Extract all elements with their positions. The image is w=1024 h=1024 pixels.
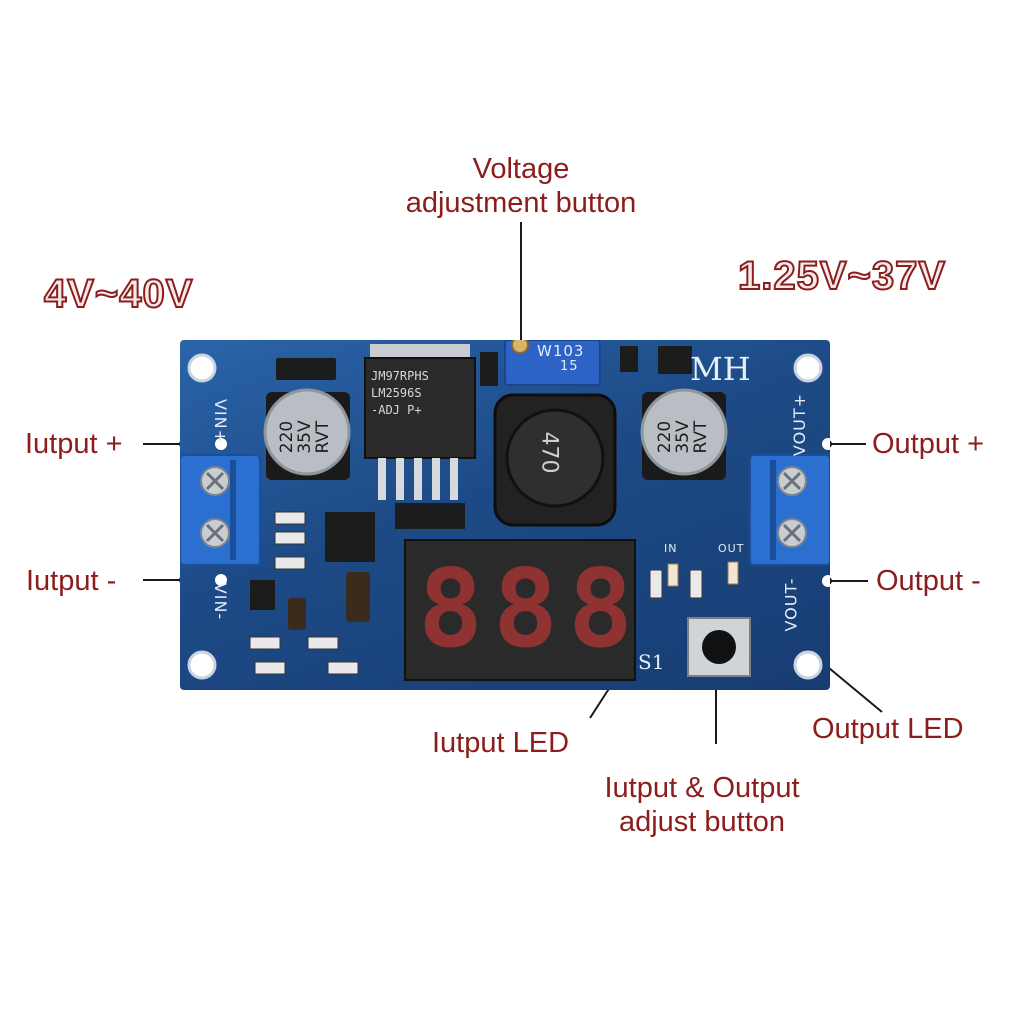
cap-voltage: 35V <box>295 420 315 454</box>
mount-hole-tl <box>187 353 217 383</box>
mount-hole-br <box>793 650 823 680</box>
cap-series: RVT <box>313 420 333 454</box>
regulator-marking: JM97RPHS LM2596S -ADJ P+ <box>371 368 471 419</box>
led-out-label: OUT <box>718 542 745 555</box>
pcb-artwork <box>180 340 830 681</box>
cap-series: RVT <box>691 420 711 454</box>
pot-marking-2: 15 <box>560 359 579 374</box>
input-capacitor-marking: 220 35V RVT <box>277 392 333 482</box>
regulator-line-1: JM97RPHS <box>371 369 429 383</box>
output-capacitor <box>640 388 728 476</box>
pad-vout-plus <box>822 438 830 450</box>
input-range-label: 4V~40V <box>43 271 194 317</box>
voltage-adjust-line-2: adjustment button <box>405 187 637 219</box>
input-plus-label: Iutput + <box>25 428 123 460</box>
led-display <box>404 539 636 681</box>
adjust-switch-button <box>702 630 736 664</box>
voltage-adjust-label: Voltage adjustment button <box>380 152 662 220</box>
input-capacitor <box>263 388 351 476</box>
brand-label: MH <box>690 350 751 388</box>
pot-marking: W103 <box>537 342 585 360</box>
display-digits: 888 <box>418 547 644 672</box>
voltage-adjust-line-1: Voltage <box>472 153 570 185</box>
output-led <box>727 561 739 585</box>
vin-plus-label: VIN+ <box>211 398 231 445</box>
mount-hole-bl <box>187 650 217 680</box>
regulator-line-2: LM2596S <box>371 386 422 400</box>
switch-label: S1 <box>638 650 665 674</box>
output-led-label: Output LED <box>812 713 964 745</box>
adjust-button-line-1: Iutput & Output <box>604 772 800 804</box>
adjust-button-line-2: adjust button <box>618 806 786 838</box>
pad-vin-minus <box>215 574 227 586</box>
input-terminal-block <box>180 454 261 566</box>
input-led <box>667 563 679 587</box>
led-in-label: IN <box>664 542 678 555</box>
cap-value: 220 <box>277 420 297 454</box>
potentiometer-screw <box>511 340 529 354</box>
output-plus-label: Output + <box>872 428 985 460</box>
input-minus-label: Iutput - <box>26 565 117 597</box>
cap-value: 220 <box>655 420 675 454</box>
cap-voltage: 35V <box>673 420 693 454</box>
output-range-label: 1.25V~37V <box>737 253 947 299</box>
output-minus-label: Output - <box>876 565 981 597</box>
mount-hole-tr <box>793 353 823 383</box>
vout-minus-label: VOUT- <box>781 577 801 632</box>
potentiometer <box>504 340 601 386</box>
output-capacitor-marking: 220 35V RVT <box>655 392 711 482</box>
inductor-marking: 470 <box>536 431 562 474</box>
pad-vout-minus <box>822 575 830 587</box>
input-led-label: Iutput LED <box>432 727 570 759</box>
adjust-button-label: Iutput & Output adjust button <box>586 771 818 839</box>
vin-minus-label: VIN- <box>211 582 231 621</box>
vout-plus-label: VOUT+ <box>790 392 810 457</box>
pcb-board: MH W103 15 JM97RPHS LM2596S -ADJ P+ 220 … <box>180 340 830 690</box>
pad-vin-plus <box>215 438 227 450</box>
regulator-line-3: -ADJ P+ <box>371 403 422 417</box>
